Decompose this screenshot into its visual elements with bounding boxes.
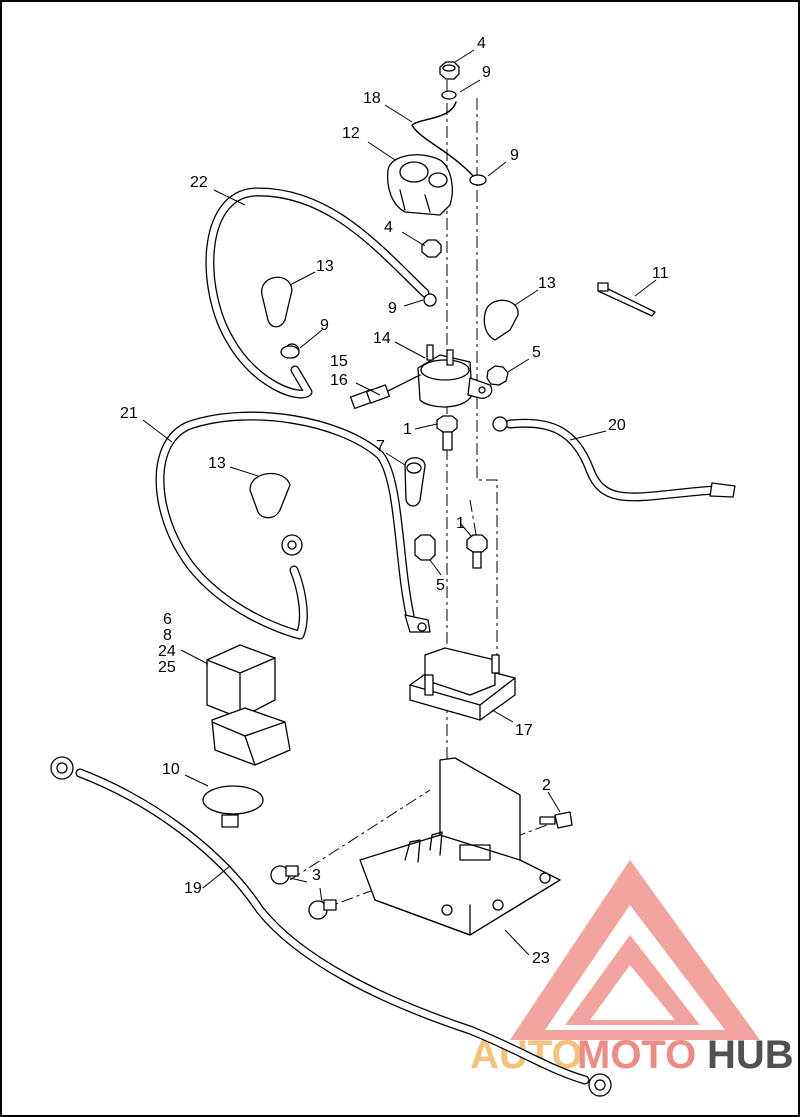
bolt-1-lower [466, 534, 488, 569]
module-6-8-24-25 [206, 644, 291, 766]
nut-5-lower [414, 534, 436, 561]
callout-13c: 13 [208, 455, 226, 472]
harness-15-16 [349, 374, 421, 410]
callout-4b: 4 [384, 219, 393, 236]
callout-14: 14 [373, 330, 391, 347]
washer-9-b [280, 345, 300, 359]
strap-10 [202, 785, 264, 828]
callout-22: 22 [190, 174, 208, 191]
cable-20 [492, 416, 736, 502]
callout-10: 10 [162, 761, 180, 778]
callout-labels: 4 9 18 12 9 22 4 13 13 11 9 9 14 15 16 5… [120, 35, 669, 967]
callout-13a: 13 [316, 258, 334, 275]
callout-9d: 9 [320, 317, 329, 334]
callout-16: 16 [330, 372, 348, 389]
callout-8: 8 [163, 627, 172, 644]
watermark-hub: HUB [707, 1033, 794, 1077]
nut-5-right [486, 365, 509, 386]
callout-7: 7 [376, 438, 385, 455]
callout-2: 2 [542, 777, 551, 794]
cover-12 [386, 154, 453, 216]
callout-18: 18 [363, 90, 381, 107]
callout-9a: 9 [482, 64, 491, 81]
callout-19: 19 [184, 880, 202, 897]
callout-12: 12 [342, 125, 360, 142]
cable-21 [155, 411, 431, 640]
callout-17: 17 [515, 722, 533, 739]
watermark-moto: MOTO [577, 1033, 696, 1077]
watermark-logo [510, 860, 760, 1040]
cable-19 [50, 756, 612, 1097]
tray-23 [359, 757, 561, 936]
bolt-1-middle [436, 415, 458, 451]
cable-18 [411, 90, 487, 186]
callout-24: 24 [158, 643, 176, 660]
callout-20: 20 [608, 417, 626, 434]
nut-4-middle [421, 239, 442, 258]
boot-13-right [483, 299, 519, 341]
solenoid-14 [417, 344, 493, 408]
callout-13b: 13 [538, 275, 556, 292]
nut-4-top [439, 61, 460, 80]
boot-13-lower [249, 472, 291, 519]
callout-11: 11 [652, 265, 669, 282]
cable-22 [205, 187, 437, 399]
callout-9b: 9 [510, 147, 519, 164]
boot-13-left [261, 276, 293, 328]
callout-21: 21 [120, 405, 138, 422]
callout-6: 6 [163, 611, 172, 628]
callout-4a: 4 [477, 35, 486, 52]
callout-1a: 1 [403, 421, 412, 438]
callout-25: 25 [158, 659, 176, 676]
bolt-3-lower [308, 899, 337, 920]
callout-1b: 1 [456, 515, 465, 532]
callout-5a: 5 [532, 344, 541, 361]
callout-5b: 5 [436, 577, 445, 594]
clip-7 [404, 457, 426, 507]
bracket-17 [409, 647, 516, 721]
callout-9c: 9 [388, 300, 397, 317]
callout-15: 15 [330, 353, 348, 370]
leader-lines [142, 49, 657, 956]
bolt-3-upper [270, 865, 299, 885]
callout-3: 3 [312, 867, 321, 884]
bolt-2 [539, 811, 573, 829]
callout-23: 23 [532, 950, 550, 967]
cable-tie-11 [597, 282, 656, 317]
